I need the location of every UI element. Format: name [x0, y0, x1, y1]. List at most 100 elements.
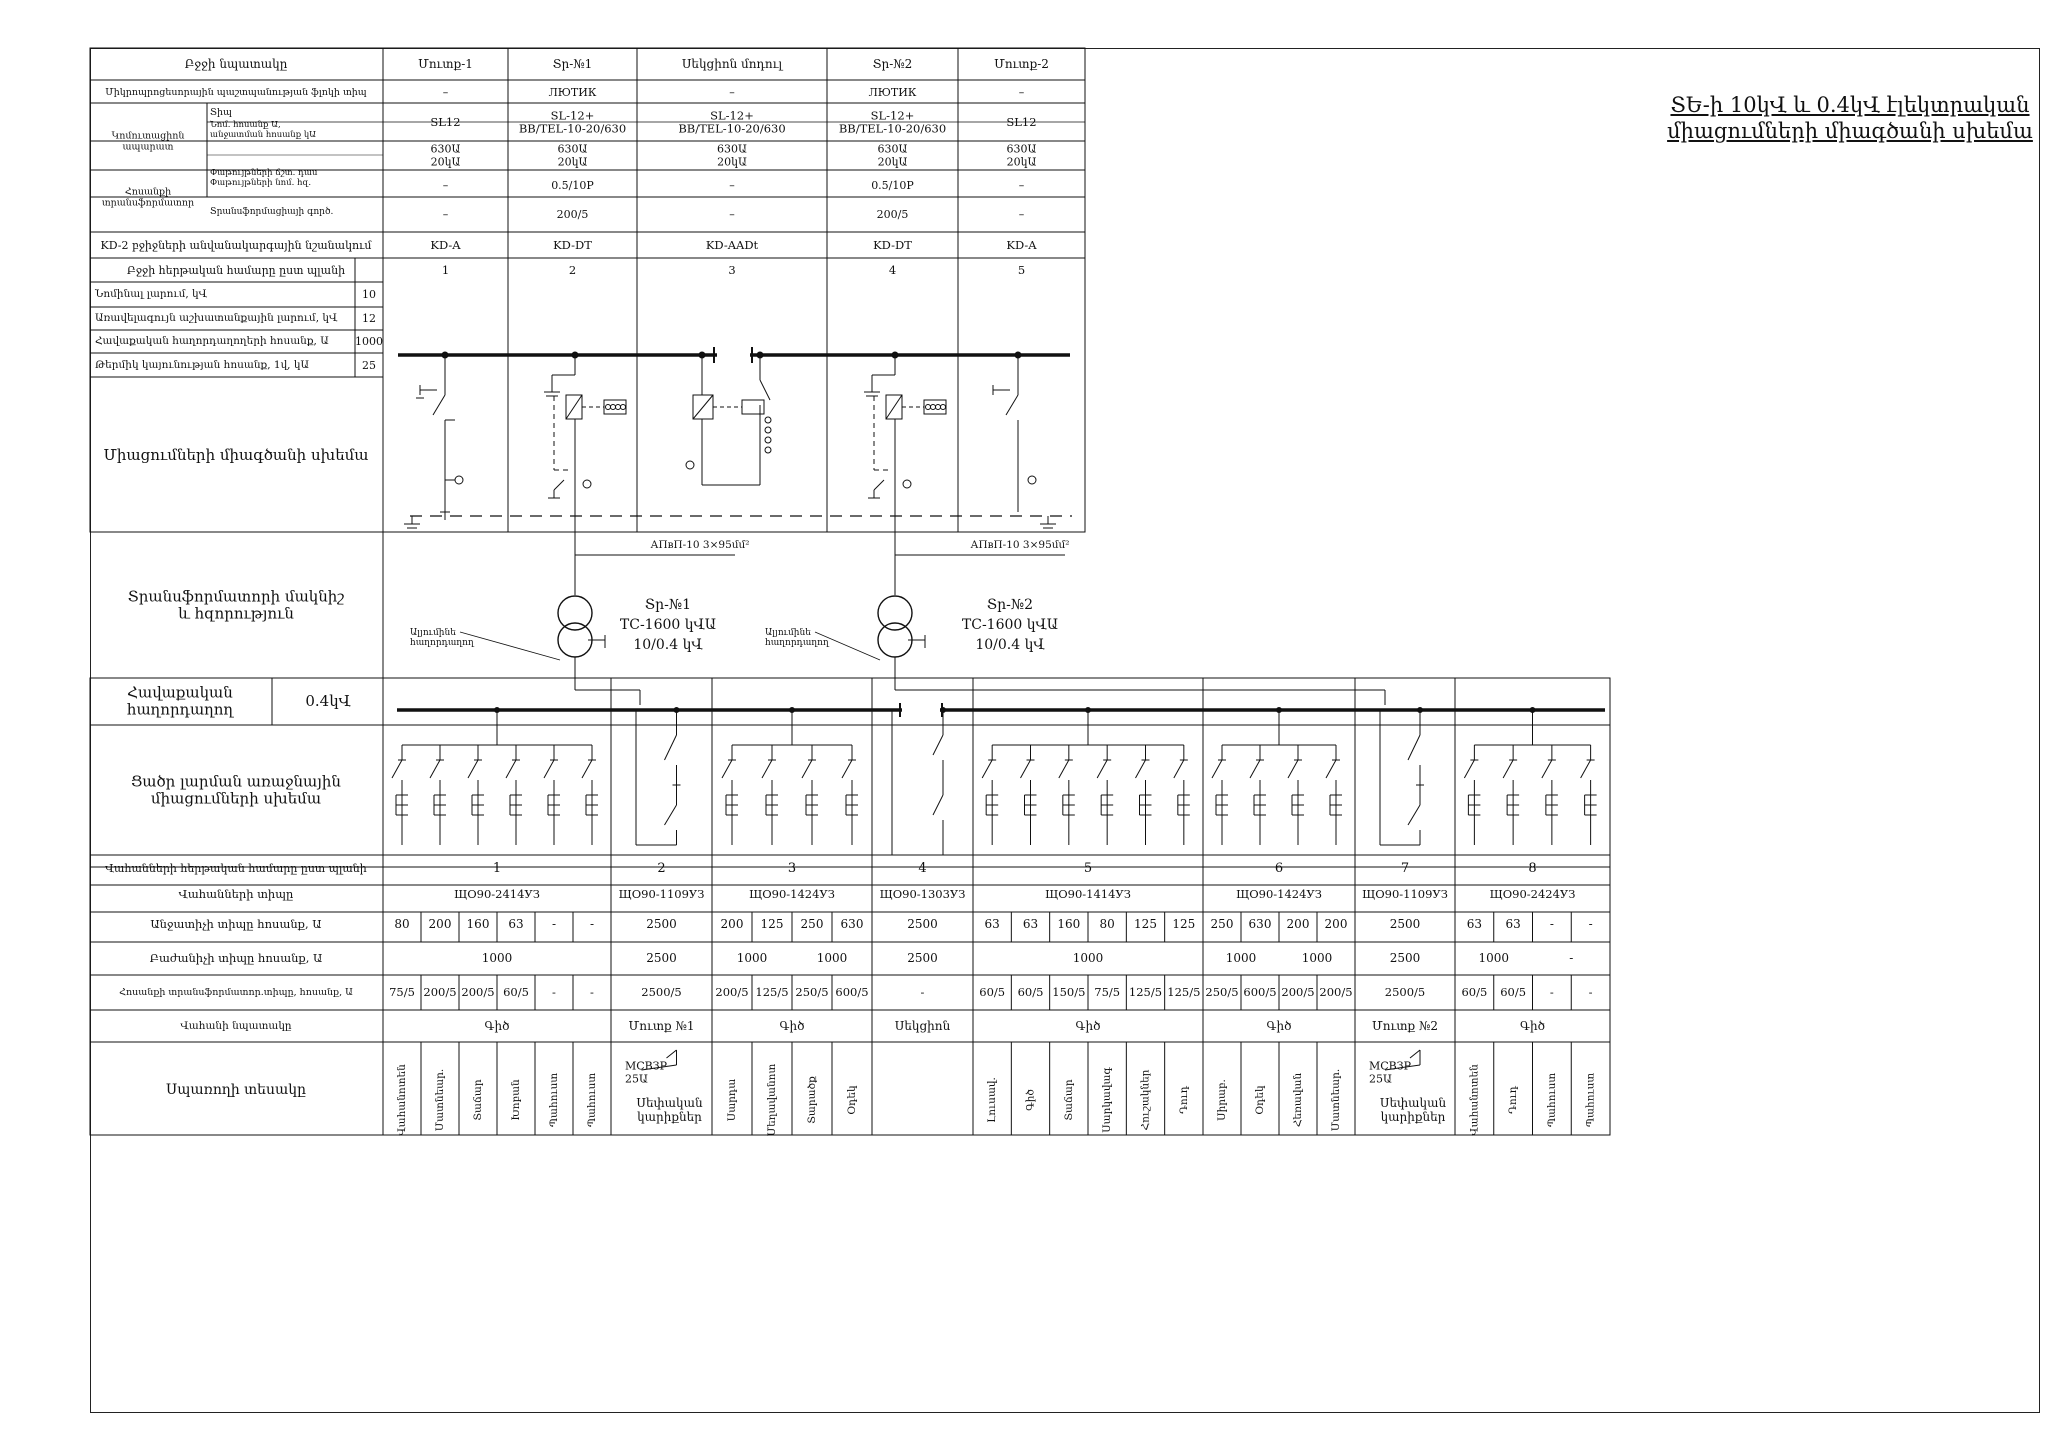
- incomer-2-blade: [664, 804, 677, 826]
- transformer-1-ratio: 10/0.4 կՎ: [633, 637, 703, 653]
- hv-scheme-label: Միացումների միագծանի սխեմա: [103, 446, 368, 464]
- panel-5-consumer-4: Սարկավագ: [1101, 1067, 1113, 1133]
- cable-2-label: АПвП-10 3×95մմ²: [971, 539, 1070, 551]
- section-terminal: [685, 460, 695, 470]
- panel-8-purpose: Գիծ: [1520, 1019, 1545, 1033]
- section-lv-blade: [932, 794, 944, 816]
- panel-6-ct-3: 200/5: [1281, 985, 1314, 999]
- panel-4-purpose: Սեկցիոն: [895, 1019, 951, 1033]
- hv-col-switch-type-5: –: [1019, 86, 1025, 99]
- section-lv-blade: [932, 734, 944, 756]
- hv-col-name-4: Տր-№2: [873, 57, 913, 71]
- tr2-cell-breaker-diag: [885, 394, 903, 420]
- panel-1-type: ЩО90-2414УЗ: [454, 887, 540, 901]
- hv-col-index-3: 3: [728, 263, 735, 277]
- feeder-8-1-breaker: [1463, 759, 1475, 779]
- hv-col-kd-1: KD-A: [430, 238, 461, 252]
- panel-1-disc-1: 1000: [482, 951, 513, 965]
- lv-voltage: 0.4կՎ: [305, 692, 351, 710]
- panel-5-ct-4: 75/5: [1094, 985, 1120, 999]
- sheet-title-line-1: ՏԵ-ի 10կՎ և 0.4կՎ էլեկտրական: [1670, 93, 2030, 117]
- lv-panel-no-label: Վահանների հերթական համարը ըստ պլանի: [105, 862, 367, 875]
- hv-index-label: Բջջի հերթական համարը ըստ պլանի: [127, 264, 345, 277]
- panel-1-consumer-1: Վահանոտեն: [396, 1064, 408, 1136]
- hv-col-ct-ratio-4: 200/5: [877, 208, 909, 221]
- hv-col-name-5: Մուտք-2: [994, 57, 1049, 71]
- panel-8-consumer-3: Պահուստ: [1546, 1073, 1558, 1127]
- tr1-cell-terminal: [582, 479, 592, 489]
- hv-param-label: Թերմիկ կայունության հոսանք, 1վ, կԱ: [95, 359, 309, 371]
- transformer-2-name: Տր-№2: [987, 597, 1033, 613]
- hv-col-switch-type-4: ЛЮТИК: [869, 86, 917, 99]
- panel-1-consumer-5: Պահուստ: [548, 1073, 560, 1127]
- hv-col-type-1: SL12: [430, 115, 460, 129]
- lv-node: [1085, 707, 1091, 713]
- section-coil: [764, 416, 772, 424]
- section-disc: [759, 379, 771, 401]
- panel-6-ct-1: 250/5: [1205, 985, 1238, 999]
- feeder-6-1-breaker: [1211, 759, 1223, 779]
- panel-5-ct-1: 60/5: [979, 985, 1005, 999]
- feeder-5-4-breaker: [1096, 759, 1108, 779]
- panel-3-purpose: Գիծ: [780, 1019, 805, 1033]
- panel-2-purpose: Մուտք №1: [629, 1019, 695, 1033]
- incomer-7-blade: [1407, 804, 1421, 826]
- tr1-cell-coil-turn: [615, 404, 621, 410]
- panel-1-breaker-2: 200: [429, 917, 452, 931]
- panel-5-consumer-5: Հուշակներ: [1140, 1069, 1152, 1130]
- panel-1-consumer-3: Տաճար: [472, 1079, 484, 1120]
- lv-purpose-label: Վահանի նպատակը: [180, 1020, 292, 1032]
- neutral-1-leader: [459, 631, 561, 661]
- panel-6-ct-2: 600/5: [1243, 985, 1276, 999]
- tr1-cell-earth-switch: [553, 479, 565, 491]
- panel-4-no: 4: [918, 861, 926, 876]
- hv-col-kd-5: KD-A: [1006, 238, 1037, 252]
- panel-8-no: 8: [1528, 861, 1536, 876]
- transformer-2-ratio: 10/0.4 կՎ: [975, 637, 1045, 653]
- incomer-2-blade: [664, 734, 677, 761]
- tr2-cell-terminal: [902, 479, 912, 489]
- feeder-1-2-breaker: [429, 759, 441, 779]
- feeder-1-3-breaker: [467, 759, 479, 779]
- panel-3-consumer-2: Մեղավանոտ: [766, 1064, 778, 1137]
- panel-6-purpose: Գիծ: [1267, 1019, 1292, 1033]
- transformer-1-name: Տր-№1: [645, 597, 691, 613]
- feeder-3-4-breaker: [841, 759, 853, 779]
- panel-3-breaker-1: 200: [721, 917, 744, 931]
- panel-6-disc-1: 1000: [1226, 951, 1257, 965]
- hv-type-label: Տիպ: [210, 107, 232, 118]
- panel-8-breaker-2: 63: [1505, 917, 1520, 931]
- hv-col-name-3: Սեկցիոն մոդուլ: [682, 57, 784, 71]
- hv-header-label: Բջջի նպատակը: [185, 57, 288, 71]
- panel-6-consumer-1: Սիրաբ.: [1216, 1079, 1228, 1121]
- panel-5-consumer-1: Լուսավ.: [986, 1077, 998, 1123]
- panel-7-no: 7: [1401, 861, 1409, 876]
- feeder-6-4-breaker: [1325, 759, 1337, 779]
- hv-col-index-1: 1: [442, 263, 449, 277]
- hv-col-type-4: SL-12+BB/TEL-10-20/630: [839, 108, 946, 135]
- panel-6-breaker-1: 250: [1211, 917, 1234, 931]
- panel-6-consumer-4: Մատնեար.: [1330, 1069, 1342, 1131]
- section-relay: [741, 399, 765, 415]
- panel-5-no: 5: [1084, 861, 1092, 876]
- panel-2-ct-1: 2500/5: [641, 985, 681, 999]
- panel-3-ct-1: 200/5: [715, 985, 748, 999]
- hv-param-label: Նոմինալ լարում, կՎ: [94, 288, 208, 300]
- panel-1-breaker-4: 63: [508, 917, 523, 931]
- panel-8-ct-1: 60/5: [1461, 985, 1487, 999]
- panel-3-consumer-3: Տարածք: [806, 1076, 818, 1124]
- hv-col-kd-4: KD-DT: [873, 238, 912, 252]
- hv-col-ct-class-5: –: [1019, 179, 1025, 192]
- hv-ct-ratio-label: Տրանսֆորմացիայի գործ.: [210, 206, 334, 217]
- lv-disc-current-label: Բաժանիչի տիպը հոսանք, Ա: [150, 951, 323, 965]
- hv-col-ct-ratio-5: –: [1019, 208, 1025, 221]
- panel-4-disc-1: 2500: [907, 951, 938, 965]
